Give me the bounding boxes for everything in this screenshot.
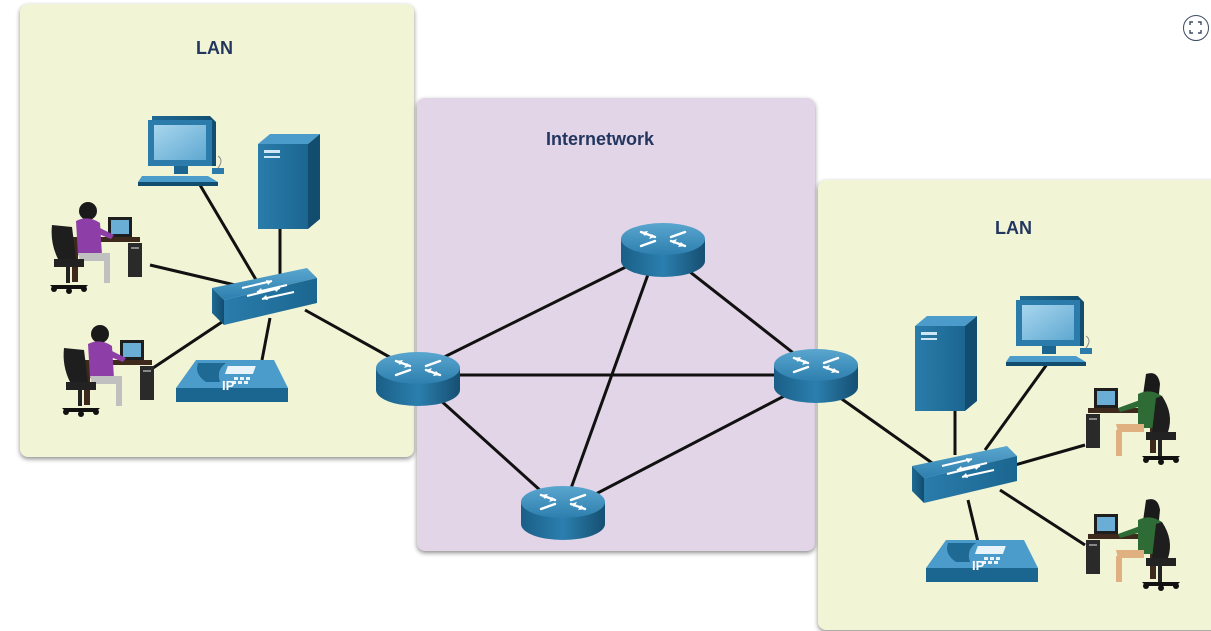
router-top: [619, 221, 707, 279]
link-pc-switch-left: [198, 184, 267, 296]
server-left: [258, 134, 320, 229]
router-right: [772, 347, 860, 405]
link-rbottom-rright: [564, 378, 816, 512]
link-pc-switch-right: [983, 359, 1052, 451]
lan-right-label: LAN: [995, 218, 1032, 238]
router-bottom: [519, 484, 607, 542]
switch-left: [211, 267, 318, 326]
switch-right: [911, 445, 1018, 504]
expand-button[interactable]: [1183, 15, 1209, 41]
worker-bottom-left: [62, 325, 154, 417]
ip-phone-right-label: IP: [972, 558, 985, 573]
link-worker1-switch-right: [1014, 443, 1086, 467]
lan-left-label: LAN: [196, 38, 233, 58]
internetwork-label: Internetwork: [546, 129, 655, 149]
link-worker1-switch-left: [149, 263, 236, 287]
link-worker2-switch-right: [999, 488, 1086, 547]
link-rleft-rtop: [417, 248, 661, 372]
link-switch-router-left: [304, 308, 396, 362]
link-phone-switch-left: [260, 317, 272, 361]
internetwork-zone: [417, 98, 815, 551]
server-right: [915, 316, 977, 411]
expand-icon: [1189, 21, 1202, 34]
worker-bottom-right: [1086, 499, 1180, 591]
link-phone-switch-right: [966, 499, 980, 543]
router-left: [374, 350, 462, 408]
worker-top-right: [1086, 373, 1180, 465]
ip-phone-left-label: IP: [222, 378, 235, 393]
desktop-pc-right: [1005, 295, 1093, 367]
worker-top-left: [50, 202, 142, 294]
desktop-pc-left: [137, 115, 225, 187]
link-rtop-rbottom: [563, 254, 657, 506]
